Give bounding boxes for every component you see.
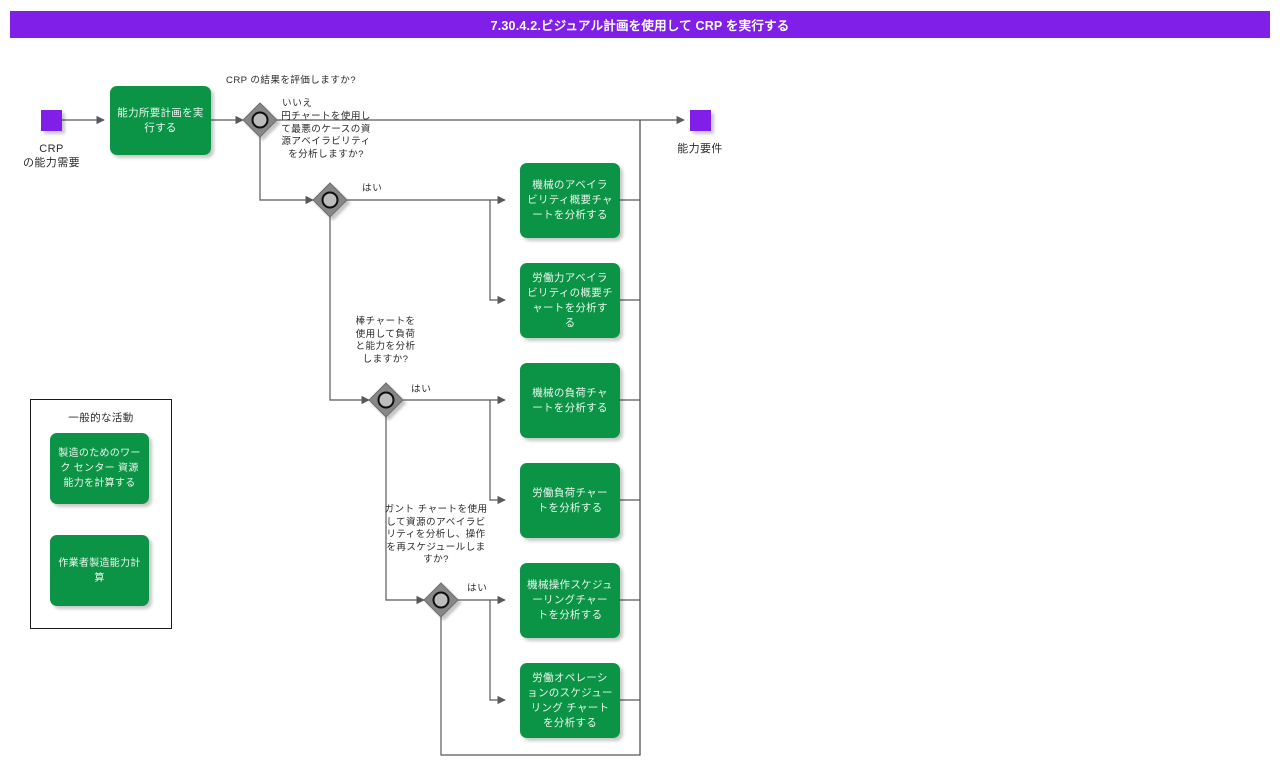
start-terminal[interactable] [41, 110, 62, 131]
decision-label-pie-chart: 円チャートを使用して最悪のケースの資源アベイラビリティを分析しますか? [281, 111, 371, 160]
branch-label-gantt-chart-yes: はい [467, 583, 488, 594]
end-terminal[interactable] [690, 110, 711, 131]
edge-d1-to-d2 [259, 137, 314, 205]
process-machine-availability[interactable]: 機械のアベイラビリティ概要チャートを分析する [520, 163, 620, 238]
decision-label-gantt-chart: ガント チャートを使用して資源のアベイラビリティを分析し、操作を再スケジュールし… [384, 504, 488, 566]
process-labor-schedule[interactable]: 労働オペレーションのスケジューリング チャートを分析する [520, 663, 620, 738]
process-main[interactable]: 能力所要計画を実行する [110, 86, 211, 155]
edge-d2-to-d3 [329, 217, 370, 405]
decision-bar-chart[interactable] [368, 382, 404, 418]
process-labor-load[interactable]: 労働負荷チャートを分析する [520, 463, 620, 538]
group-title: 一般的な活動 [68, 412, 134, 424]
decision-label-evaluate-crp: CRP の結果を評価しますか? [225, 75, 357, 86]
branch-label-pie-chart-yes: はい [362, 183, 383, 194]
decision-gantt-chart[interactable] [423, 582, 459, 618]
process-workcenter-capacity[interactable]: 製造のためのワーク センター 資源能力を計算する [50, 433, 149, 504]
process-labor-availability[interactable]: 労働力アベイラビリティの概要チャートを分析する [520, 263, 620, 338]
start-terminal-label: CRP の能力需要 [23, 143, 80, 169]
process-machine-schedule[interactable]: 機械操作スケジューリングチャートを分析する [520, 563, 620, 638]
page-title: 7.30.4.2.ビジュアル計画を使用して CRP を実行する [490, 19, 790, 33]
process-machine-load[interactable]: 機械の負荷チャートを分析する [520, 363, 620, 438]
edge-d4-to-box6 [489, 600, 506, 705]
edge-d3-to-box4 [489, 400, 506, 505]
branch-label-bar-chart-yes: はい [411, 384, 432, 395]
page-header: 7.30.4.2.ビジュアル計画を使用して CRP を実行する [10, 11, 1270, 38]
edge-d3-to-d4 [385, 417, 425, 605]
end-terminal-label: 能力要件 [677, 143, 723, 155]
branch-label-evaluate-crp-no: いいえ [282, 98, 313, 109]
process-worker-capacity[interactable]: 作業者製造能力計算 [50, 535, 149, 606]
decision-diamonds [242, 102, 459, 618]
decision-label-bar-chart: 棒チャートを使用して負荷と能力を分析しますか? [355, 316, 416, 365]
decision-pie-chart[interactable] [312, 182, 348, 218]
edge-d2-to-box2 [489, 200, 506, 305]
decision-evaluate-crp[interactable] [242, 102, 278, 138]
